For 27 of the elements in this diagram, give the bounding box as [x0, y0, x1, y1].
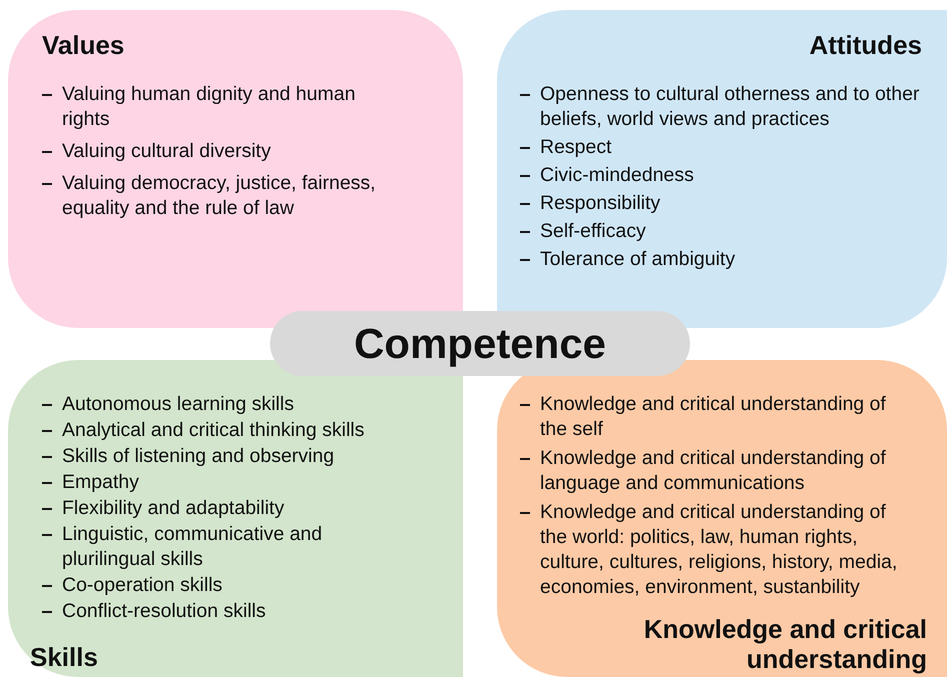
list-item: Flexibility and adaptability	[62, 497, 284, 519]
list-item: Knowledge and critical understanding of the world: politics, law, human rights, culture, cultures, religions, history, media, economies, environment, sustanbility	[540, 501, 898, 598]
list-item: Knowledge and critical understanding of language and communications	[540, 447, 886, 494]
list-item: Self-efficacy	[540, 220, 646, 242]
list-item: Valuing cultural diversity	[62, 140, 271, 162]
panel-heading: Skills	[30, 642, 98, 672]
list-item: Empathy	[62, 471, 139, 493]
competence-pill: Competence	[270, 311, 690, 376]
list-item: Valuing human dignity and human rights	[62, 83, 356, 130]
panel-heading: Knowledge and critical understanding	[642, 614, 927, 674]
list-item: Analytical and critical thinking skills	[62, 419, 364, 441]
category-panel	[497, 10, 947, 328]
list-item: Tolerance of ambiguity	[540, 248, 736, 270]
list-item: Knowledge and critical understanding of the self	[540, 393, 886, 440]
list-item: Autonomous learning skills	[62, 393, 294, 415]
list-item: Conflict-resolution skills	[62, 600, 266, 622]
list-item: Co-operation skills	[62, 574, 222, 596]
list-item: Civic-mindedness	[540, 164, 694, 186]
list-item: Respect	[540, 136, 612, 158]
list-item: Responsibility	[540, 192, 660, 214]
list-item: Openness to cultural otherness and to other beliefs, world views and practices	[540, 83, 920, 130]
panel-heading: Attitudes	[809, 30, 922, 60]
list-item: Skills of listening and observing	[62, 445, 334, 467]
panel-heading: Values	[42, 30, 124, 60]
list-item: Linguistic, communicative and plurilingual skills	[62, 523, 322, 570]
category-panel	[8, 10, 463, 328]
list-item: Valuing democracy, justice, fairness, equality and the rule of law	[62, 172, 376, 219]
